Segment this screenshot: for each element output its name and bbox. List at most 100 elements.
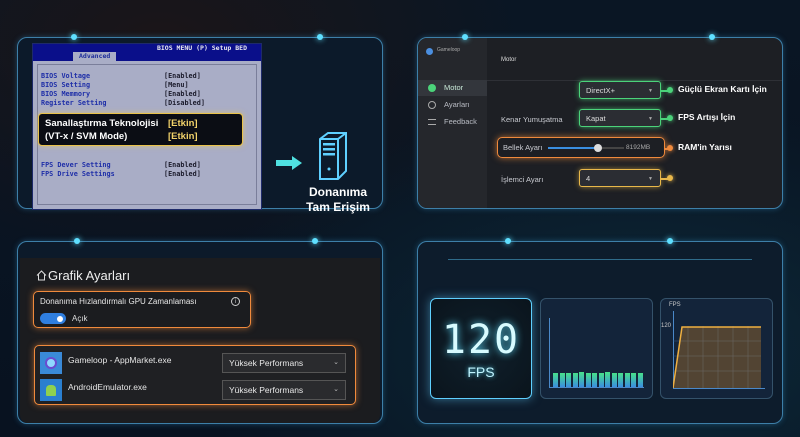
list-item: AndroidEmulator.exe Yüksek Performans⌄ bbox=[40, 379, 350, 401]
antialias-label: Kenar Yumuşatma bbox=[501, 115, 563, 124]
sidebar-item-feedback[interactable]: Feedback bbox=[418, 114, 487, 130]
connector-dot bbox=[667, 175, 673, 181]
memory-annotation: RAM'in Yarısı bbox=[678, 142, 732, 152]
gpu-preference-dropdown[interactable]: Yüksek Performans⌄ bbox=[222, 353, 346, 373]
vtx-mode-label: (VT-x / SVM Mode) bbox=[45, 131, 128, 142]
sidebar-item-motor[interactable]: Motor bbox=[418, 80, 487, 96]
app-logo-icon bbox=[426, 48, 433, 55]
fps-value: 120 bbox=[441, 317, 521, 363]
bar bbox=[579, 371, 584, 387]
bios-row-value: [Enabled] bbox=[164, 90, 201, 98]
gpu-scheduling-setting: Donanıma Hızlandırmalı GPU Zamanlaması i… bbox=[33, 291, 251, 328]
decor-dot bbox=[505, 238, 511, 244]
virtualization-label: Sanallaştırma Teknolojisi bbox=[45, 118, 159, 129]
virtualization-setting-highlight[interactable]: Sanallaştırma Teknolojisi (VT-x / SVM Mo… bbox=[38, 113, 243, 146]
performance-panel: 120 FPS FPS 120 bbox=[417, 241, 783, 424]
bios-row[interactable]: BIOS Setting [Menu] bbox=[41, 81, 251, 89]
bar bbox=[618, 372, 623, 387]
emulator-settings-panel: Gameloop Motor Ayarları Feedback Motor D… bbox=[417, 37, 783, 209]
bios-row-label: Register Setting bbox=[41, 99, 107, 107]
select-value: 4 bbox=[586, 174, 591, 183]
memory-setting-highlight bbox=[497, 137, 665, 158]
divider bbox=[487, 80, 782, 81]
render-annotation: Güçlü Ekran Kartı İçin bbox=[678, 84, 767, 94]
connector bbox=[661, 90, 669, 92]
sidebar-item-ayarlari[interactable]: Ayarları bbox=[418, 97, 487, 113]
connector-dot bbox=[667, 87, 673, 93]
emulator-sidebar: Gameloop Motor Ayarları Feedback bbox=[418, 38, 487, 208]
vtx-mode-value: [Etkin] bbox=[168, 131, 198, 142]
bar bbox=[592, 372, 597, 387]
toggle-state-label: Açık bbox=[72, 314, 88, 323]
decor-dot bbox=[667, 238, 673, 244]
bios-row[interactable]: Register Setting [Disabled] bbox=[41, 99, 251, 107]
nav-label: Ayarları bbox=[444, 100, 470, 109]
bar bbox=[598, 372, 604, 387]
antialias-select[interactable]: Kapat▼ bbox=[579, 109, 661, 127]
bar bbox=[605, 371, 610, 387]
dropdown-value: Yüksek Performans bbox=[229, 385, 304, 395]
gpu-scheduling-label: Donanıma Hızlandırmalı GPU Zamanlaması bbox=[40, 297, 197, 306]
bios-row-label: FPS Drive Settings bbox=[41, 170, 115, 178]
memory-slider-thumb[interactable] bbox=[594, 144, 602, 152]
decor-dot bbox=[462, 34, 468, 40]
memory-label: Bellek Ayarı bbox=[503, 143, 543, 152]
page-title: Grafik Ayarları bbox=[48, 268, 131, 283]
decor-dot bbox=[709, 34, 715, 40]
memory-slider-rest bbox=[598, 147, 624, 149]
bios-row-value: [Menu] bbox=[164, 81, 189, 89]
frame-time-bar-chart bbox=[540, 298, 653, 399]
bios-tab-advanced[interactable]: Advanced bbox=[73, 52, 117, 61]
bios-row[interactable]: FPS Dever Setting[Enabled] bbox=[41, 161, 251, 169]
y-axis-label: FPS bbox=[669, 302, 681, 308]
bar bbox=[631, 372, 636, 387]
bios-tabbar: Advanced bbox=[33, 52, 261, 61]
connector bbox=[661, 118, 669, 120]
server-tower-icon bbox=[319, 132, 347, 180]
bios-row-label: BIOS Setting bbox=[41, 81, 91, 89]
bar-chart-plot bbox=[549, 318, 644, 388]
bios-row-value: [Disabled] bbox=[164, 99, 205, 107]
decor-dot bbox=[317, 34, 323, 40]
chevron-down-icon: ▼ bbox=[648, 88, 653, 94]
arrow-right-icon bbox=[276, 156, 302, 170]
fps-counter-card: 120 FPS bbox=[430, 298, 532, 399]
callout-line: Donanıma bbox=[308, 185, 367, 199]
connector bbox=[661, 178, 669, 180]
bios-row[interactable]: BIOS Memmory[Enabled] bbox=[41, 90, 251, 98]
app-gpu-preference-list: Gameloop - AppMarket.exe Yüksek Performa… bbox=[34, 345, 356, 405]
bios-row-value: [Enabled] bbox=[164, 72, 201, 80]
bios-row[interactable]: BIOS Voltage[Enabled] bbox=[41, 72, 251, 80]
gpu-scheduling-toggle[interactable] bbox=[40, 313, 66, 324]
memory-slider-track[interactable] bbox=[548, 147, 598, 149]
bios-row[interactable]: FPS Drive Settings [Enabled] bbox=[41, 170, 251, 178]
bios-header: BIOS MENU (P) Setup BED bbox=[33, 44, 261, 52]
callout-line: Tam Erişim bbox=[306, 200, 370, 214]
clock-icon bbox=[428, 101, 436, 109]
chevron-down-icon: ⌄ bbox=[333, 386, 339, 393]
divider bbox=[448, 259, 752, 260]
render-mode-select[interactable]: DirectX+ ▼ bbox=[579, 81, 661, 99]
bar bbox=[624, 372, 630, 387]
home-icon[interactable] bbox=[36, 270, 47, 281]
x-axis bbox=[673, 388, 765, 389]
y-tick-label: 120 bbox=[661, 323, 672, 329]
chevron-down-icon: ▼ bbox=[648, 116, 653, 122]
list-icon bbox=[428, 119, 436, 125]
cpu-select[interactable]: 4▼ bbox=[579, 169, 661, 187]
info-icon[interactable]: i bbox=[231, 297, 240, 306]
select-value: DirectX+ bbox=[586, 86, 615, 95]
dropdown-value: Yüksek Performans bbox=[229, 358, 304, 368]
memory-value: 8192MB bbox=[626, 144, 651, 151]
bios-row-label: FPS Dever Setting bbox=[41, 161, 111, 169]
chevron-down-icon: ▼ bbox=[648, 176, 653, 182]
gpu-preference-dropdown[interactable]: Yüksek Performans ⌄ bbox=[222, 380, 346, 400]
y-axis bbox=[673, 311, 674, 388]
bar bbox=[559, 372, 565, 387]
bar bbox=[637, 373, 643, 387]
virtualization-value: [Etkin] bbox=[168, 118, 198, 129]
app-name: Gameloop bbox=[437, 47, 461, 53]
bios-row-value: [Enabled] bbox=[164, 170, 201, 178]
